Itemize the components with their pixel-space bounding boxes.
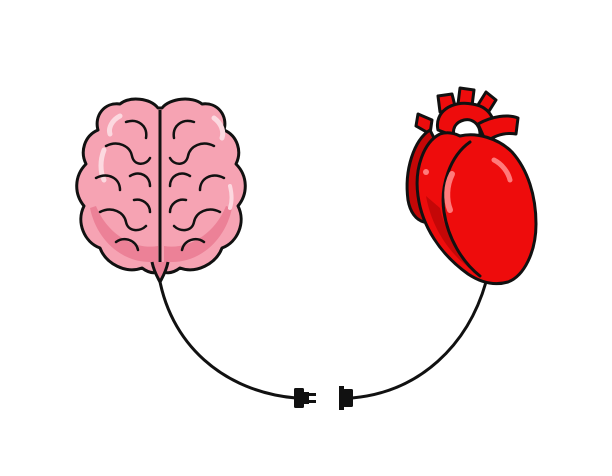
brain-icon bbox=[75, 97, 247, 284]
heart-cable bbox=[350, 280, 488, 400]
brain-cable bbox=[156, 268, 298, 400]
heart-icon bbox=[405, 86, 538, 286]
plug-socket-icon bbox=[339, 386, 353, 410]
plug-male-icon bbox=[294, 388, 316, 408]
